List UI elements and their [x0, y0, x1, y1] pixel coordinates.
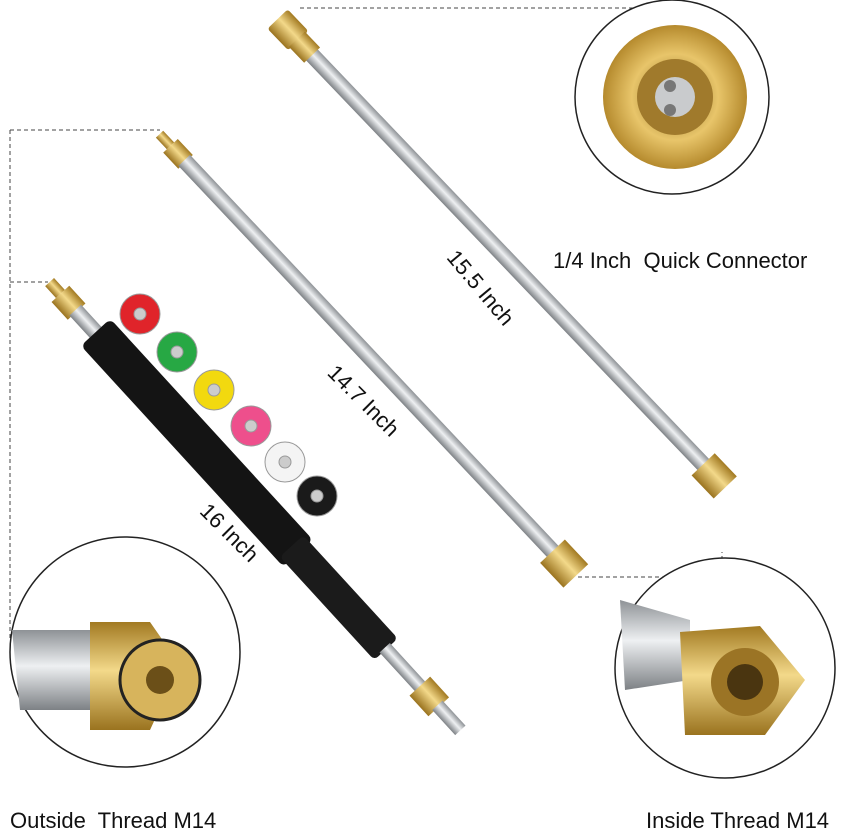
quick-connector-detail [574, 0, 770, 195]
inside-thread-label: Inside Thread M14 [646, 808, 830, 833]
long-rod [268, 10, 737, 499]
nozzle-wand [45, 278, 466, 736]
quick-connector-label: 1/4 Inch Quick Connector [553, 248, 808, 273]
nozzle-tips [119, 293, 338, 517]
outside-thread-detail [9, 536, 241, 768]
mid-rod [155, 130, 589, 588]
inside-thread-detail [614, 557, 836, 779]
outside-thread-label: Outside Thread M14 [10, 808, 217, 833]
